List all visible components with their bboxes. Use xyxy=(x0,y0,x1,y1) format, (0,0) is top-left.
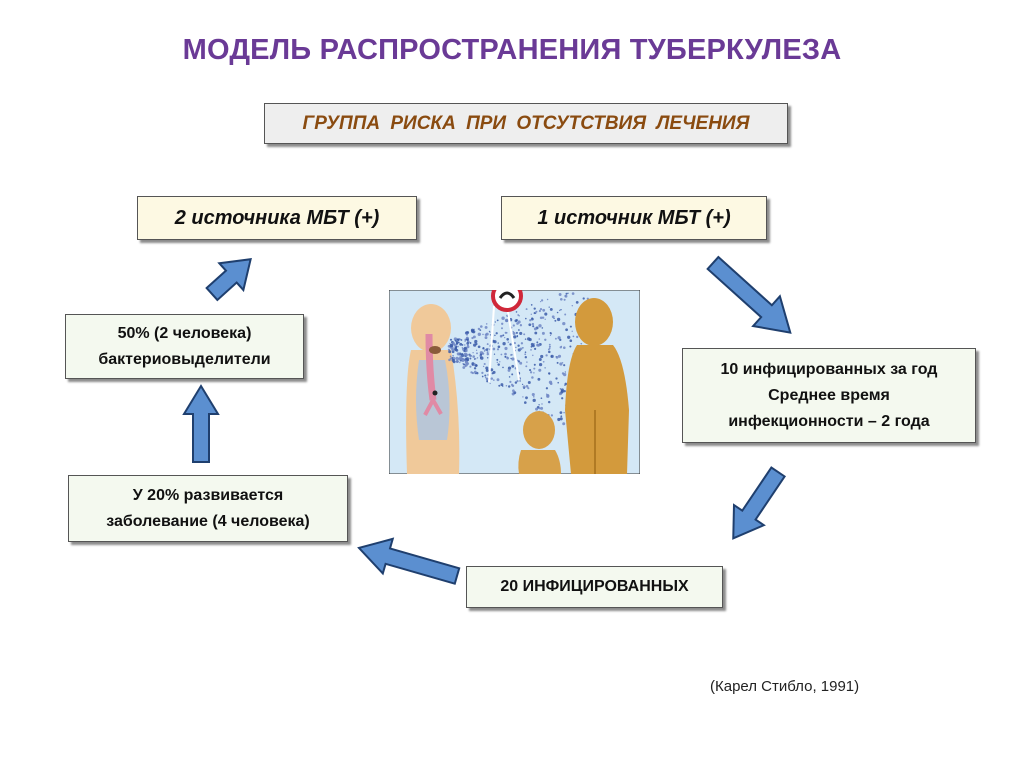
disease-line-2: заболевание (4 человека) xyxy=(106,512,310,530)
warning-sign-icon xyxy=(488,290,523,383)
sick-person-figure xyxy=(406,304,460,474)
arrow-infected20-to-disease xyxy=(357,537,461,585)
bacteria-line-2: бактериовыделители xyxy=(98,350,271,368)
arrow-disease-to-bacteria xyxy=(182,384,220,463)
infected-20-box: 20 ИНФИЦИРОВАННЫХ xyxy=(466,566,723,608)
infected-10-line-2: Среднее время xyxy=(768,386,890,404)
transmission-illustration xyxy=(389,290,640,474)
citation: (Карел Стибло, 1991) xyxy=(710,678,860,695)
arrow-source-to-infected10 xyxy=(706,255,792,334)
disease-line-1: У 20% развивается xyxy=(132,486,284,504)
infected-10-box: 10 инфицированных за год Среднее время и… xyxy=(682,348,976,443)
source-1-box: 1 источник МБТ (+) xyxy=(501,196,767,240)
arrow-infected10-to-infected20 xyxy=(732,466,787,540)
arrow-bacteria-to-sources2 xyxy=(205,258,252,302)
bacteria-line-1: 50% (2 человека) xyxy=(117,324,252,342)
bacteria-50pct-box: 50% (2 человека) бактериовыделители xyxy=(65,314,304,379)
infected-10-line-1: 10 инфицированных за год xyxy=(720,360,938,378)
child-figure xyxy=(518,411,561,474)
page-title: МОДЕЛЬ РАСПРОСТРАНЕНИЯ ТУБЕРКУЛЕЗА xyxy=(182,34,842,66)
sources-2-box: 2 источника МБТ (+) xyxy=(137,196,417,240)
risk-group-box: ГРУППА РИСКА ПРИ ОТСУТСТВИЯ ЛЕЧЕНИЯ xyxy=(264,103,788,144)
adult-figure xyxy=(565,298,629,474)
disease-20pct-box: У 20% развивается заболевание (4 человек… xyxy=(68,475,348,542)
infected-10-line-3: инфекционности – 2 года xyxy=(728,412,930,430)
